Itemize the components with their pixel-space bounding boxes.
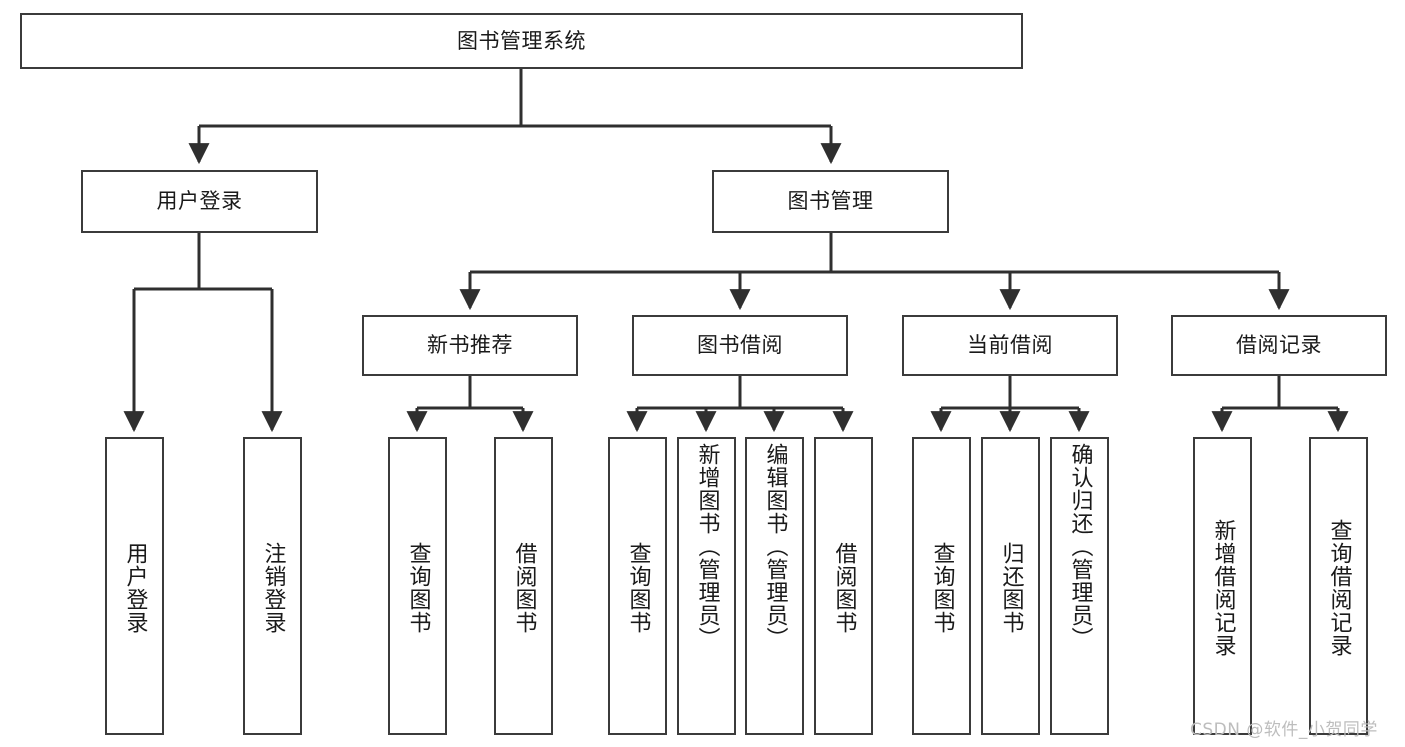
- node-leaf-query-book-1[interactable]: 查询图书: [388, 437, 447, 735]
- node-leaf-query-book-2[interactable]: 查询图书: [608, 437, 667, 735]
- node-leaf-query-book-3[interactable]: 查询图书: [912, 437, 971, 735]
- node-borrow-record-label: 借阅记录: [1236, 333, 1322, 358]
- node-book-borrow-label: 图书借阅: [697, 333, 783, 358]
- node-leaf-add-record-label: 新增借阅记录: [1210, 519, 1236, 657]
- node-book-management-label: 图书管理: [787, 189, 874, 214]
- node-leaf-add-book-label: 新增图书（管理员）: [694, 443, 720, 650]
- node-leaf-confirm-return[interactable]: 确认归还（管理员）: [1050, 437, 1109, 735]
- node-leaf-return-book-label: 归还图书: [998, 542, 1024, 634]
- node-leaf-return-book[interactable]: 归还图书: [981, 437, 1040, 735]
- node-user-login[interactable]: 用户登录: [81, 170, 318, 233]
- node-leaf-confirm-return-label: 确认归还（管理员）: [1067, 443, 1093, 650]
- node-leaf-query-book-3-label: 查询图书: [929, 542, 955, 634]
- node-leaf-query-book-1-label: 查询图书: [405, 542, 431, 634]
- node-leaf-edit-book-label: 编辑图书（管理员）: [762, 443, 788, 650]
- node-leaf-query-record-label: 查询借阅记录: [1326, 519, 1352, 657]
- node-leaf-user-login[interactable]: 用户登录: [105, 437, 164, 735]
- node-leaf-edit-book[interactable]: 编辑图书（管理员）: [745, 437, 804, 735]
- node-leaf-borrow-book-2[interactable]: 借阅图书: [814, 437, 873, 735]
- node-book-borrow[interactable]: 图书借阅: [632, 315, 848, 376]
- node-current-borrow[interactable]: 当前借阅: [902, 315, 1118, 376]
- node-leaf-add-book[interactable]: 新增图书（管理员）: [677, 437, 736, 735]
- node-current-borrow-label: 当前借阅: [967, 333, 1053, 358]
- node-root-label: 图书管理系统: [457, 28, 586, 53]
- node-new-book-recommend[interactable]: 新书推荐: [362, 315, 578, 376]
- node-borrow-record[interactable]: 借阅记录: [1171, 315, 1387, 376]
- node-leaf-logout-login-label: 注销登录: [260, 542, 286, 634]
- node-book-management[interactable]: 图书管理: [712, 170, 949, 233]
- node-leaf-logout-login[interactable]: 注销登录: [243, 437, 302, 735]
- node-leaf-borrow-book-1-label: 借阅图书: [511, 542, 537, 634]
- node-leaf-query-record[interactable]: 查询借阅记录: [1309, 437, 1368, 735]
- node-leaf-user-login-label: 用户登录: [122, 542, 148, 634]
- node-root[interactable]: 图书管理系统: [20, 13, 1023, 69]
- node-leaf-query-book-2-label: 查询图书: [625, 542, 651, 634]
- node-leaf-add-record[interactable]: 新增借阅记录: [1193, 437, 1252, 735]
- node-new-book-recommend-label: 新书推荐: [427, 333, 513, 358]
- node-leaf-borrow-book-2-label: 借阅图书: [831, 542, 857, 634]
- node-leaf-borrow-book-1[interactable]: 借阅图书: [494, 437, 553, 735]
- node-user-login-label: 用户登录: [156, 189, 243, 214]
